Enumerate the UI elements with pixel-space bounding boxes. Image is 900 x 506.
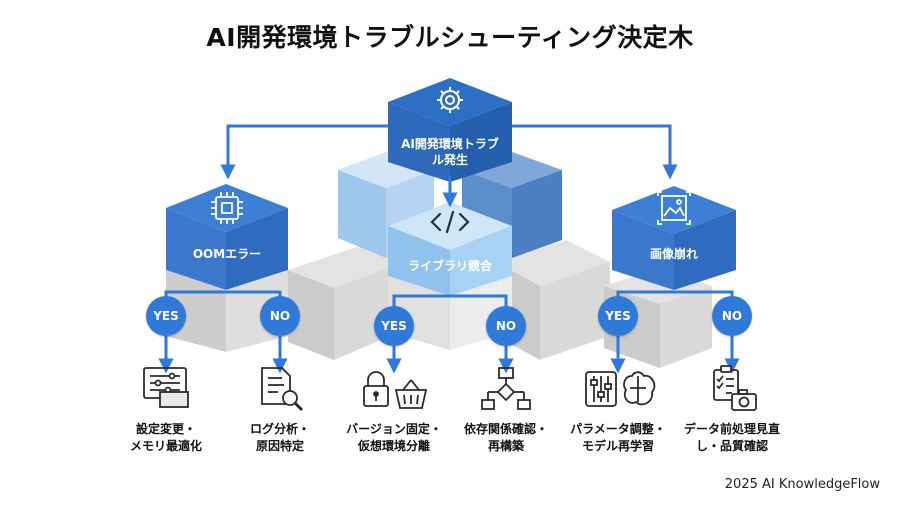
leaf-line1: パラメータ調整・ bbox=[570, 422, 666, 436]
image-node-label: 画像崩れ bbox=[649, 247, 698, 261]
leaf-line1: データ前処理見直 bbox=[683, 422, 780, 436]
flowchart-icon bbox=[481, 367, 531, 410]
lock-basket-icon bbox=[363, 371, 428, 409]
image-no-badge: NO bbox=[712, 296, 752, 336]
gear-icon bbox=[437, 87, 463, 113]
code-icon bbox=[430, 210, 470, 234]
leaf-line2: 原因特定 bbox=[255, 439, 304, 453]
image-icon bbox=[657, 191, 691, 225]
leaf-line1: 設定変更・ bbox=[135, 422, 196, 436]
page-title: AI開発環境トラブルシューティング決定木 bbox=[206, 23, 694, 52]
node-root bbox=[388, 78, 512, 182]
leaf-line1: ログ分析・ bbox=[249, 422, 310, 436]
library-node-label: ライブラリ競合 bbox=[407, 259, 492, 273]
leaf-line1: 依存関係確認・ bbox=[463, 422, 548, 436]
leaf-data-preprocessing: データ前処理見直 し・品質確認 bbox=[667, 421, 797, 455]
leaf-dependency-check: 依存関係確認・ 再構築 bbox=[441, 421, 571, 455]
leaf-log-analysis: ログ分析・ 原因特定 bbox=[215, 421, 345, 455]
library-no-badge: NO bbox=[486, 306, 526, 346]
document-search-icon bbox=[261, 367, 304, 412]
node-image bbox=[612, 186, 736, 290]
leaf-line2: モデル再学習 bbox=[581, 439, 654, 453]
oom-yes-badge: YES bbox=[146, 296, 186, 336]
oom-node-label: OOMエラー bbox=[192, 247, 262, 261]
library-yes-badge: YES bbox=[374, 306, 414, 346]
chip-icon bbox=[211, 192, 243, 224]
leaf-version-pinning: バージョン固定・ 仮想環境分離 bbox=[329, 421, 459, 455]
image-yes-badge: YES bbox=[598, 296, 638, 336]
footer-credit: 2025 AI KnowledgeFlow bbox=[724, 477, 880, 492]
leaf-line1: バージョン固定・ bbox=[346, 422, 442, 436]
root-node-label: AI開発環境トラブ ル発生 bbox=[390, 136, 510, 168]
checklist-camera-icon bbox=[713, 365, 757, 411]
oom-no-badge: NO bbox=[260, 296, 300, 336]
leaf-memory-optimization: 設定変更・ メモリ最適化 bbox=[101, 421, 231, 455]
leaf-parameter-tuning: パラメータ調整・ モデル再学習 bbox=[553, 421, 683, 455]
leaf-line2: 仮想環境分離 bbox=[357, 439, 430, 453]
sliders-brain-icon bbox=[585, 371, 656, 407]
ram-settings-icon bbox=[143, 367, 189, 408]
leaf-line2: メモリ最適化 bbox=[129, 439, 202, 453]
leaf-line2: 再構築 bbox=[487, 439, 524, 453]
leaf-line2: し・品質確認 bbox=[695, 439, 768, 453]
root-label-line1: AI開発環境トラブ bbox=[401, 137, 499, 151]
root-label-line2: ル発生 bbox=[431, 153, 468, 167]
